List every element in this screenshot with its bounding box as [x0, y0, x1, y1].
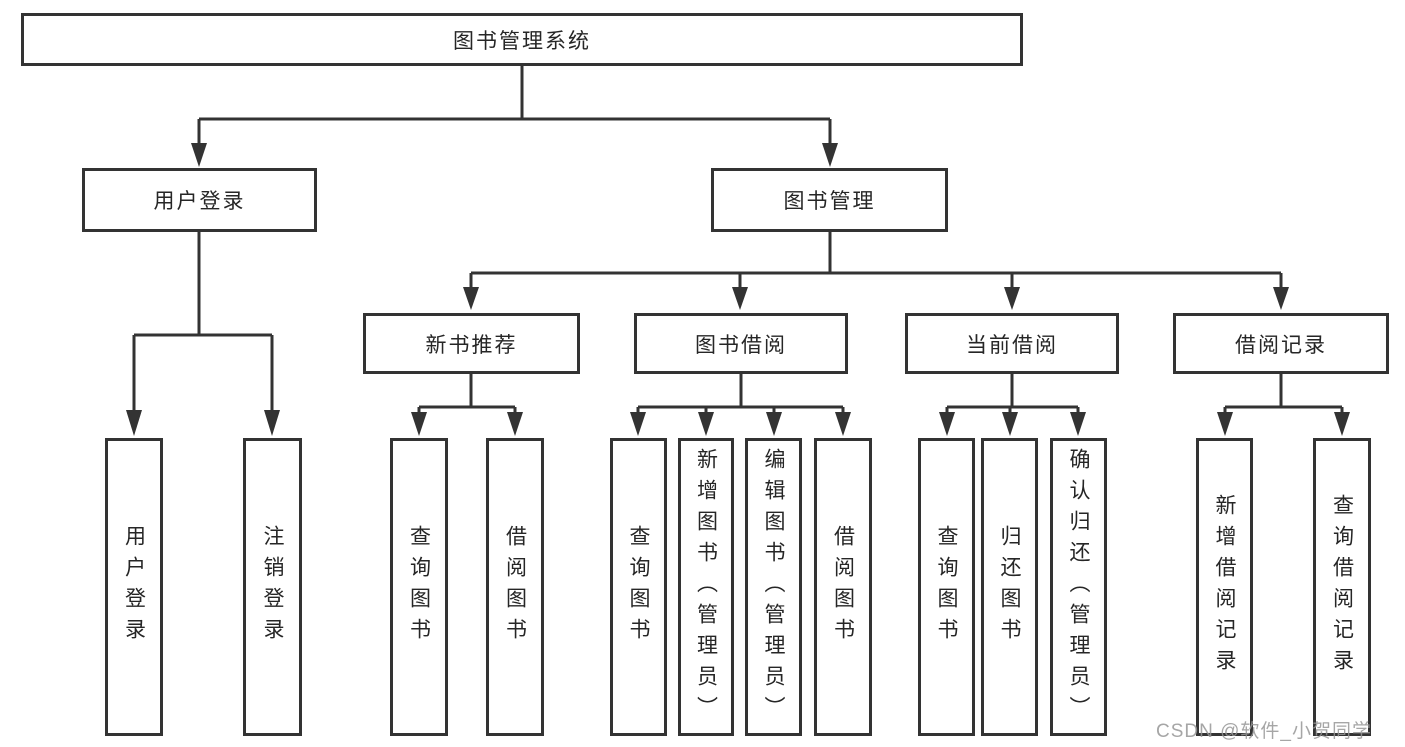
edge-borrowing-records-to-leaves: [1217, 374, 1350, 436]
edge-user-login-to-leaves: [126, 232, 280, 436]
leaf-query-borrow-record: 查询借阅记录: [1313, 438, 1371, 736]
leaf-borrow-books-borrowing-label: 借阅图书: [831, 525, 855, 649]
watermark-text: CSDN @软件_小贺同学: [1156, 721, 1372, 742]
leaf-logout-login-label: 注销登录: [261, 525, 284, 649]
leaf-return-books-label: 归还图书: [998, 525, 1021, 649]
leaf-query-borrow-record-label: 查询借阅记录: [1330, 494, 1354, 680]
node-borrowing-records: 借阅记录: [1173, 313, 1389, 374]
leaf-borrow-books-recommend-label: 借阅图书: [503, 525, 527, 649]
leaf-add-borrow-record-label: 新增借阅记录: [1213, 494, 1236, 680]
node-current-borrowing-label: 当前借阅: [966, 333, 1058, 357]
node-book-borrowing: 图书借阅: [634, 313, 848, 374]
edge-current-borrowing-to-leaves: [939, 374, 1086, 436]
leaf-confirm-return-admin-label: 确认归还（管理员）: [1067, 447, 1090, 727]
node-book-management: 图书管理: [711, 168, 948, 232]
node-user-login: 用户登录: [82, 168, 317, 232]
node-borrowing-records-label: 借阅记录: [1235, 333, 1327, 357]
leaf-add-borrow-record: 新增借阅记录: [1196, 438, 1253, 736]
edge-root-to-level2: [191, 66, 838, 167]
leaf-return-books: 归还图书: [981, 438, 1038, 736]
leaf-user-login-label: 用户登录: [122, 525, 146, 649]
leaf-query-books-recommend-label: 查询图书: [407, 525, 431, 649]
leaf-logout-login: 注销登录: [243, 438, 302, 736]
node-new-book-recommend-label: 新书推荐: [425, 333, 518, 357]
node-current-borrowing: 当前借阅: [905, 313, 1119, 374]
leaf-add-book-admin: 新增图书（管理员）: [678, 438, 734, 736]
leaf-borrow-books-recommend: 借阅图书: [486, 438, 544, 736]
leaf-user-login: 用户登录: [105, 438, 163, 736]
edge-new-book-recommend-to-leaves: [411, 374, 523, 436]
node-root-label: 图书管理系统: [453, 29, 591, 53]
leaf-add-book-admin-label: 新增图书（管理员）: [694, 447, 718, 727]
node-book-borrowing-label: 图书借阅: [695, 333, 787, 357]
node-user-login-label: 用户登录: [153, 190, 246, 213]
leaf-borrow-books-borrowing: 借阅图书: [814, 438, 872, 736]
edge-book-management-to-level3: [463, 232, 1289, 310]
leaf-query-books-current: 查询图书: [918, 438, 975, 736]
node-root: 图书管理系统: [21, 13, 1023, 66]
leaf-confirm-return-admin: 确认归还（管理员）: [1050, 438, 1107, 736]
leaf-query-books-recommend: 查询图书: [390, 438, 448, 736]
leaf-query-books-borrowing: 查询图书: [610, 438, 667, 736]
node-book-management-label: 图书管理: [783, 190, 876, 213]
leaf-edit-book-admin: 编辑图书（管理员）: [745, 438, 802, 736]
leaf-query-books-current-label: 查询图书: [935, 525, 958, 649]
leaf-query-books-borrowing-label: 查询图书: [627, 525, 650, 649]
leaf-edit-book-admin-label: 编辑图书（管理员）: [762, 447, 785, 727]
edge-book-borrowing-to-leaves: [630, 374, 851, 436]
node-new-book-recommend: 新书推荐: [363, 313, 580, 374]
